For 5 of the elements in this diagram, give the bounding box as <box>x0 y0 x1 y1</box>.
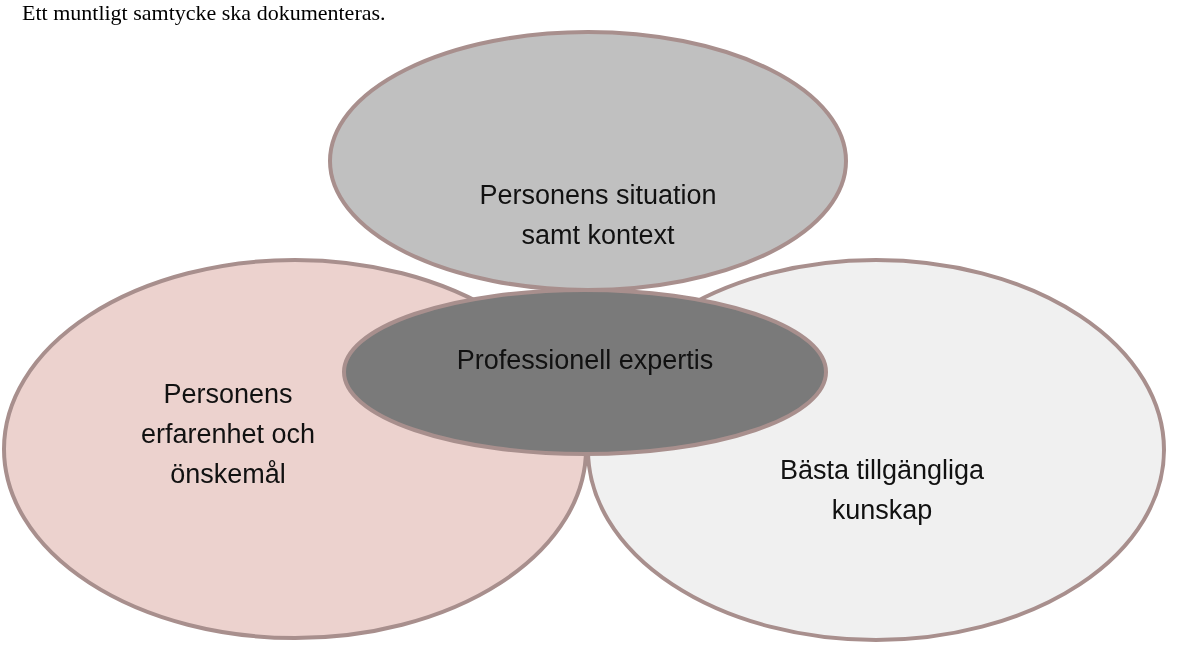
ellipse-label: Personens situation samt kontext <box>478 179 718 252</box>
ellipse-label: Personens erfarenhet och önskemål <box>139 378 317 491</box>
note-text: Ett muntligt samtycke ska dokumenteras. <box>22 0 386 26</box>
ellipse-label: Bästa tillgängliga kunskap <box>778 454 986 527</box>
ellipse-label: Professionell expertis <box>455 344 715 377</box>
